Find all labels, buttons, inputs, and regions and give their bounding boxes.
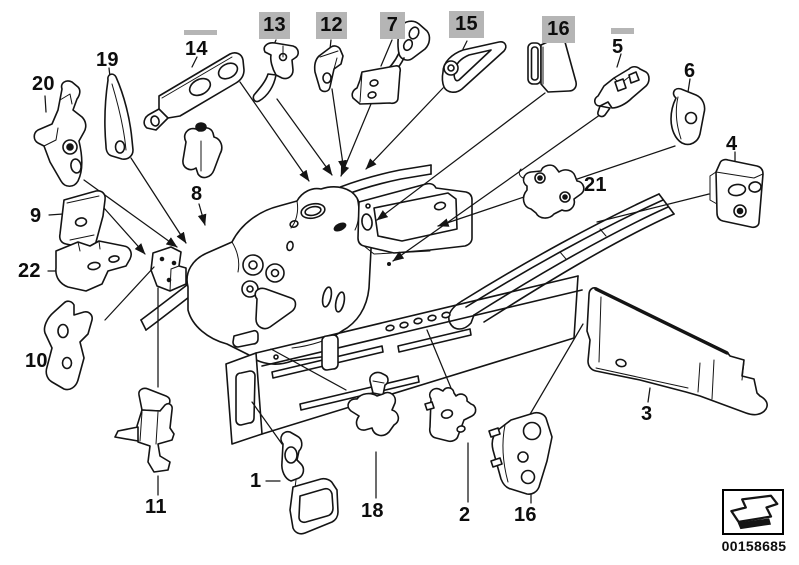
part-label-7[interactable]: 7 [380,12,405,39]
part-drawing-12 [313,45,344,93]
central-assembly [140,164,675,445]
part-label-6[interactable]: 6 [684,60,696,82]
stamp-box [722,489,784,535]
part-drawing-11 [114,387,175,473]
part-drawing-21 [518,164,585,219]
highlight-bar-5 [611,28,634,34]
part-label-18[interactable]: 18 [361,500,384,522]
stamp-code: 00158685 [721,538,787,554]
part-drawing-13 [252,42,299,103]
part-label-13[interactable]: 13 [259,12,290,39]
part-label-1[interactable]: 1 [250,470,262,492]
part-drawing-16-top [527,36,577,93]
part-label-21[interactable]: 21 [584,174,607,196]
part-label-9[interactable]: 9 [30,205,42,227]
part-label-10[interactable]: 10 [25,350,48,372]
part-label-4[interactable]: 4 [726,133,738,155]
part-label-15[interactable]: 15 [449,11,484,38]
part-drawing-4 [709,158,764,229]
part-drawing-7 [351,20,431,105]
part-label-12[interactable]: 12 [316,12,347,39]
part-drawing-1 [280,430,339,535]
part-label-22[interactable]: 22 [18,260,41,282]
part-drawing-3 [586,287,768,416]
part-drawing-5 [594,65,650,118]
part-label-14[interactable]: 14 [185,38,208,60]
part-drawing-14 [143,52,245,131]
part-label-5[interactable]: 5 [612,36,624,58]
part-drawing-6 [670,87,706,146]
part-drawing-9 [58,190,106,250]
part-label-3[interactable]: 3 [641,403,653,425]
part-drawing-10 [43,300,93,391]
part-drawing-8 [182,122,223,179]
part-drawing-15 [441,41,507,93]
part-label-2[interactable]: 2 [459,504,471,526]
down-left-arrow-icon [730,494,779,530]
part-drawing-2 [424,387,477,443]
leader-lines [44,39,736,504]
part-label-16-top[interactable]: 16 [542,16,575,43]
part-drawing-18 [347,371,400,437]
part-label-19[interactable]: 19 [96,49,119,71]
part-drawing-19 [104,73,134,160]
part-label-11[interactable]: 11 [145,496,167,518]
part-drawing-22 [55,240,132,292]
part-drawing-16-bottom [488,411,553,495]
part-drawing-20 [33,80,87,188]
part-label-16-bottom[interactable]: 16 [514,504,537,526]
highlight-bar-14 [184,30,217,35]
part-label-20[interactable]: 20 [32,73,55,95]
part-label-8[interactable]: 8 [191,183,203,205]
